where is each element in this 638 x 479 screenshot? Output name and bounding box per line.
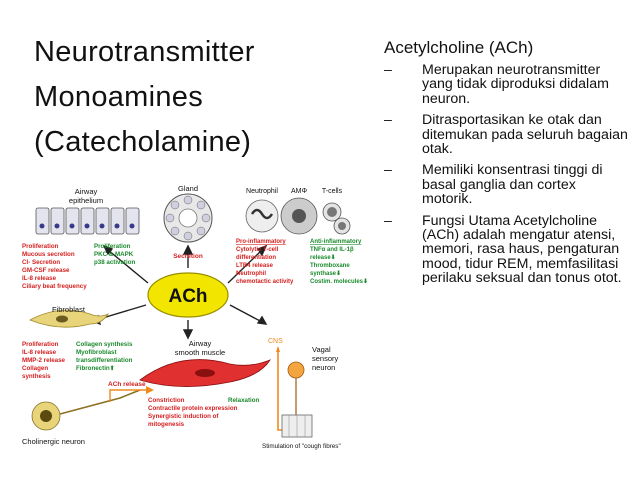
bullet-item: – Memiliki konsentrasi tinggi di basal g…	[384, 163, 630, 206]
neutrophil-label: Neutrophil	[246, 188, 278, 195]
smooth-muscle-label: Airway	[189, 339, 212, 348]
epithelium-green-effects: Proliferation PKC & MAPK p38 activation	[94, 243, 135, 266]
ach-description: Acetylcholine (ACh) – Merupakan neurotra…	[384, 38, 630, 293]
effect-text: LTB4 release	[236, 263, 274, 269]
effect-text: Cytolytic T-cell	[236, 247, 279, 253]
effect-text: release⬇	[310, 254, 336, 261]
effect-text: synthase⬇	[310, 270, 341, 277]
effect-text: mitogenesis	[148, 421, 185, 428]
epithelium-nuclei	[39, 223, 135, 229]
effect-text: Cl- Secretion	[22, 259, 60, 266]
airway-epithelium-label: epithelium	[69, 196, 103, 205]
effect-text: MMP-2 release	[22, 357, 66, 364]
epithelium-cells	[35, 207, 140, 235]
ach-center-label: ACh	[168, 286, 207, 307]
effect-text: Proliferation	[94, 243, 131, 250]
title-line-2: Monoamines	[34, 81, 204, 113]
smooth-muscle-nucleus	[195, 369, 215, 377]
effect-text: Contractile protein expression	[148, 405, 238, 412]
fibroblast-icon	[29, 309, 110, 328]
epithelium-red-effects: Proliferation Mucous secretion Cl- Secre…	[22, 243, 87, 290]
effect-text: IL-8 release	[22, 275, 57, 282]
effect-text: Mucous secretion	[22, 251, 75, 258]
cough-label: Stimulation of "cough fibres"	[262, 443, 341, 450]
effect-text: Proliferation	[22, 243, 59, 250]
pro-inflammatory-effects: Pro-inflammatory Cytolytic T-cell differ…	[236, 239, 294, 285]
ach-release-label: ACh release	[108, 381, 146, 388]
effect-text: p38 activation	[94, 259, 135, 266]
fibroblast-label: Fibroblast	[52, 305, 86, 314]
effect-text: Synergistic induction of	[148, 413, 219, 420]
ach-center-ellipse	[147, 272, 229, 318]
effect-text: Fibronectin⬆	[76, 365, 115, 372]
effect-text: GM-CSF release	[22, 267, 70, 274]
gland-label: Gland	[178, 184, 198, 193]
bullet-dash: –	[384, 112, 392, 129]
effect-text: Collagen	[22, 365, 48, 372]
ach-release-pathway	[109, 389, 148, 402]
vagal-label: Vagal	[312, 345, 331, 354]
gland-icon	[163, 193, 213, 243]
effect-text: Collagen synthesis	[76, 341, 133, 348]
relaxation-label: Relaxation	[228, 397, 260, 404]
effect-text: Anti-inflammatory	[310, 239, 362, 245]
bullet-dash: –	[384, 62, 392, 78]
tcells-label: T-cells	[322, 188, 343, 195]
bullet-text: Memiliki konsentrasi tinggi di basal gan…	[422, 162, 603, 208]
vagal-neuron-icon	[281, 361, 313, 438]
effect-text: Ciliary beat frequency	[22, 283, 87, 290]
secretion-label: Secretion	[173, 253, 203, 260]
effect-text: Constriction	[148, 397, 185, 404]
effect-text: transdifferentiation	[76, 357, 133, 364]
effect-text: Myofibroblast	[76, 349, 117, 356]
immune-cells-icon	[245, 197, 351, 235]
vagal-label: neuron	[312, 363, 335, 372]
effect-text: IL-8 release	[22, 349, 57, 356]
smooth-muscle-label: smooth muscle	[175, 348, 225, 357]
bullet-item: – Ditrasportasikan ke otak dan ditemukan…	[384, 113, 630, 156]
effect-text: Costim. molecules⬇	[310, 278, 368, 285]
effect-text: chemotactic activity	[236, 279, 294, 285]
ach-diagram: ACh Airway epithelium Proliferation Muco…	[22, 184, 368, 450]
effect-text: synthesis	[22, 373, 51, 380]
smooth-muscle-red-effects: Constriction Contractile protein express…	[148, 397, 238, 428]
anti-inflammatory-effects: Anti-inflammatory TNFα and IL-1β release…	[310, 239, 368, 285]
bullet-dash: –	[384, 162, 392, 179]
bullet-item: – Fungsi Utama Acetylcholine (ACh) adala…	[384, 212, 630, 287]
vagal-label: sensory	[312, 354, 339, 363]
airway-epithelium-label: Airway	[75, 187, 98, 196]
fibroblast-nucleus	[56, 315, 68, 323]
cholinergic-neuron-icon	[31, 389, 141, 431]
bullet-text: Fungsi Utama Acetylcholine (ACh) adalah …	[422, 212, 622, 287]
effect-text: Thromboxane	[310, 263, 350, 269]
effect-text: TNFα and IL-1β	[310, 247, 354, 253]
fibroblast-red-effects: Proliferation IL-8 release MMP-2 release…	[22, 341, 66, 380]
bullet-text: Merupakan neurotransmitter yang tidak di…	[422, 62, 609, 107]
ach-heading: Acetylcholine (ACh)	[384, 38, 534, 57]
title-line-1: Neurotransmitter	[34, 36, 255, 68]
fibroblast-green-effects: Collagen synthesis Myofibroblast transdi…	[76, 341, 133, 372]
effect-text: differentiation	[236, 255, 276, 261]
bullet-text: Ditrasportasikan ke otak dan ditemukan p…	[422, 112, 628, 158]
am-label: AMΦ	[291, 188, 308, 195]
bullet-item: – Merupakan neurotransmitter yang tidak …	[384, 63, 630, 106]
effect-text: Proliferation	[22, 341, 59, 348]
effect-text: Pro-inflammatory	[236, 239, 286, 245]
title-line-3: (Catecholamine)	[34, 126, 252, 158]
slide-title: Neurotransmitter Monoamines (Catecholami…	[34, 30, 334, 165]
effect-text: Neutrophil	[236, 271, 266, 277]
bullet-dash: –	[384, 212, 392, 229]
cns-label: CNS	[268, 338, 283, 345]
cholinergic-neuron-label: Cholinergic neuron	[22, 437, 85, 446]
effect-text: PKC & MAPK	[94, 251, 134, 258]
